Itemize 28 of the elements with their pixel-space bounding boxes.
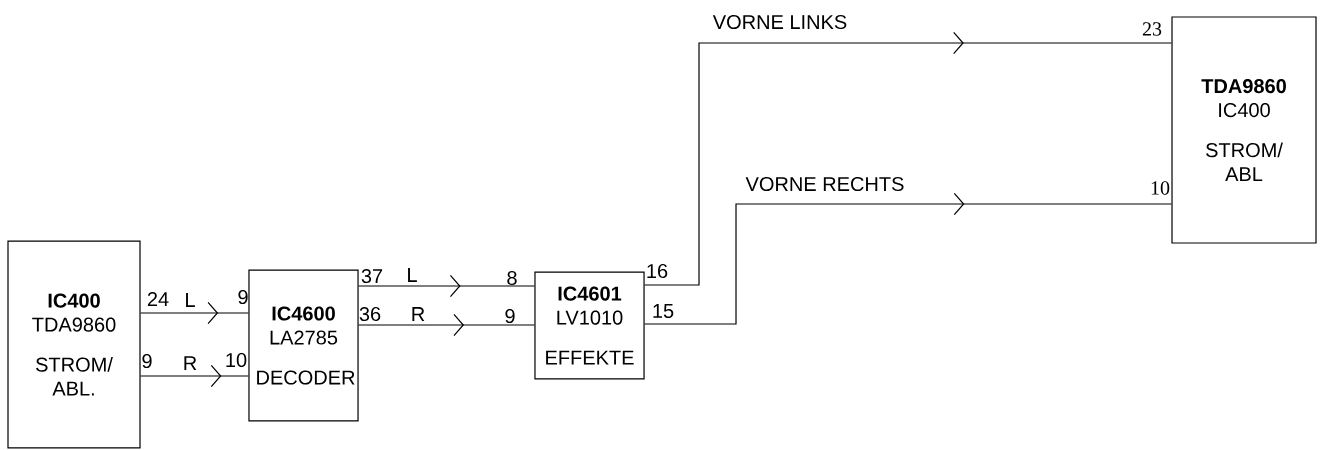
signal-line	[644, 31, 1172, 286]
pin-number: 9	[238, 289, 248, 305]
pin-number: 9	[505, 308, 515, 324]
signal-line	[140, 301, 249, 325]
edge-label: VORNE LINKS	[712, 14, 847, 30]
edge-label: L	[408, 268, 417, 282]
signal-line	[140, 364, 249, 388]
edge-label: R	[412, 307, 425, 321]
signal-line	[358, 313, 535, 337]
pin-number: 37	[361, 268, 383, 284]
pin-number: 36	[359, 306, 381, 322]
signal-line	[644, 192, 1172, 325]
ic-box: IC400 TDA9860 STROM/ ABL.	[7, 240, 141, 449]
pin-number: 15	[653, 304, 674, 318]
edge-label: VORNE RECHTS	[745, 176, 904, 192]
signal-line	[358, 274, 535, 298]
edge-label: R	[184, 356, 197, 370]
ic-box: IC4601 LV1010 EFFEKTE	[534, 271, 645, 380]
pin-number: 10	[1151, 181, 1170, 195]
pin-number: 24	[147, 292, 169, 306]
edge-label: L	[186, 293, 195, 307]
pin-number: 16	[647, 263, 668, 279]
pin-number: 9	[142, 353, 152, 369]
pin-number: 8	[507, 270, 517, 286]
pin-number: 10	[226, 352, 247, 368]
ic-box: TDA9860 IC400 STROM/ ABL	[1171, 16, 1317, 244]
pin-number: 23	[1142, 22, 1162, 36]
ic-box: IC4600 LA2785 DECODER	[248, 269, 359, 422]
